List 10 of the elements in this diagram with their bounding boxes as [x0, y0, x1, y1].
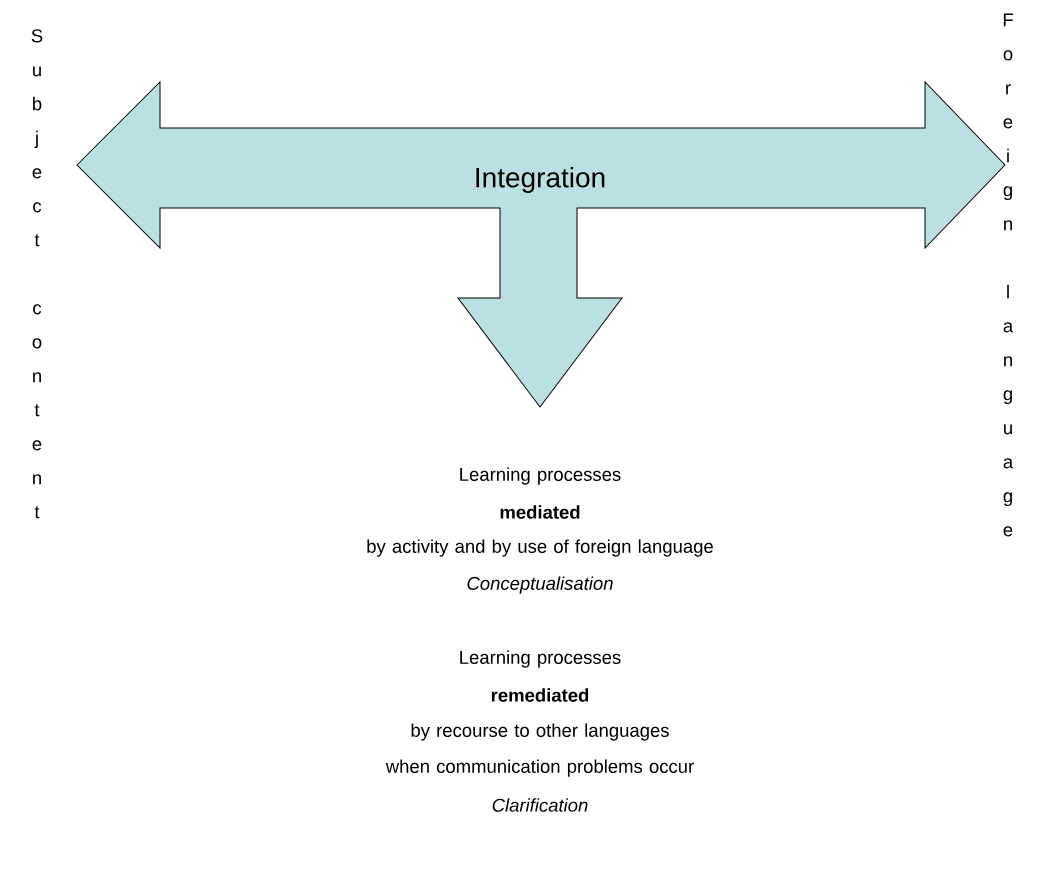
vertical-label: Subject content — [31, 29, 43, 519]
text-line: remediated — [491, 688, 589, 702]
text-line: by recourse to other languages when communication problems occur — [385, 723, 694, 777]
text-line: mediated — [500, 505, 580, 519]
text-line: Learning processes — [460, 650, 621, 668]
text-line: Learning processes — [460, 467, 621, 485]
text-line: Conceptualisation — [467, 576, 613, 594]
vertical-label: Foreign language — [1003, 13, 1014, 537]
text-line: Clarification — [492, 798, 588, 812]
text-line: by activity and by use of foreign language — [367, 539, 713, 557]
